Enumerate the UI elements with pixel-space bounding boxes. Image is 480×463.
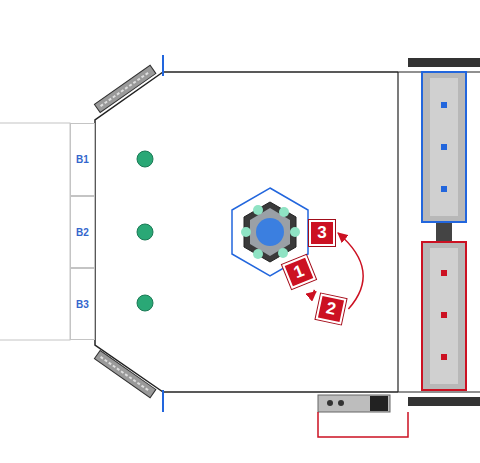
driver-station: B1 xyxy=(70,123,95,196)
robot-position: 2 xyxy=(316,294,347,325)
driver-station: B2 xyxy=(70,196,95,268)
path-arrow xyxy=(314,290,316,293)
robot-position: 3 xyxy=(309,220,335,246)
position-number: 2 xyxy=(324,298,337,320)
position-number: 1 xyxy=(291,261,307,283)
station-label: B1 xyxy=(76,154,89,165)
station-label: B2 xyxy=(76,227,89,238)
station-label: B3 xyxy=(76,299,89,310)
driver-station: B3 xyxy=(70,268,95,340)
position-number: 3 xyxy=(317,223,326,243)
